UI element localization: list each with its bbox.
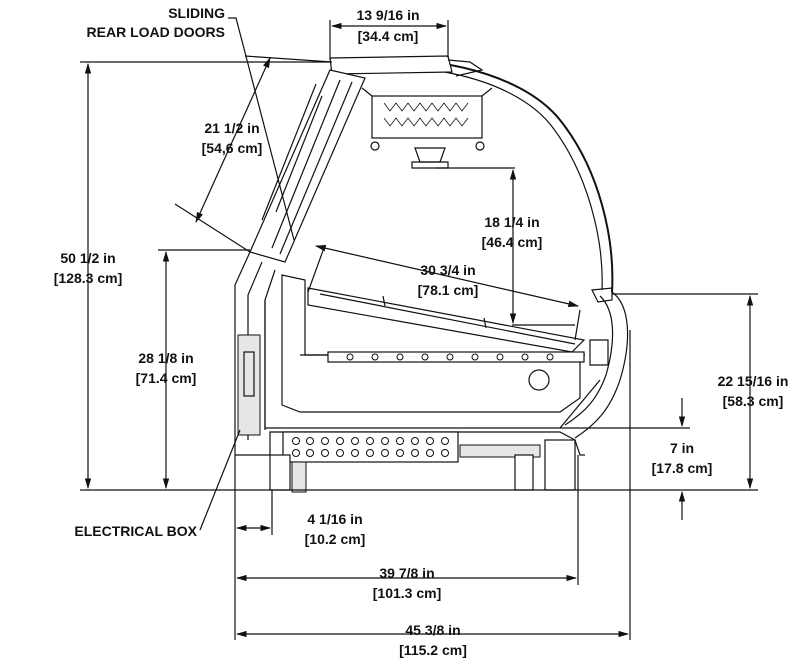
overall-depth-imperial: 45 3/8 in [405, 622, 460, 638]
sliding-doors-label-2: REAR LOAD DOORS [87, 24, 225, 40]
base-height-imperial: 7 in [670, 440, 694, 456]
deck-depth-metric: [78.1 cm] [418, 282, 479, 298]
dimension-lines [80, 17, 758, 640]
sliding-doors-label-1: SLIDING [168, 5, 225, 21]
electrical-box-depth-metric: [10.2 cm] [305, 531, 366, 547]
base-height-metric: [17.8 cm] [652, 460, 713, 476]
base-depth-metric: [101.3 cm] [373, 585, 441, 601]
base-depth-imperial: 39 7/8 in [379, 565, 434, 581]
shelf-clearance-metric: [46.4 cm] [482, 234, 543, 250]
rear-height-imperial: 28 1/8 in [138, 350, 193, 366]
dimension-labels: SLIDING REAR LOAD DOORS 13 9/16 in [34.4… [54, 5, 789, 658]
electrical-box-label: ELECTRICAL BOX [74, 523, 197, 539]
overall-height-imperial: 50 1/2 in [60, 250, 115, 266]
rail-bolt-row [346, 353, 554, 361]
top-width-imperial: 13 9/16 in [356, 7, 419, 23]
evaporator-coil [383, 102, 469, 127]
door-length-metric: [54,6 cm] [202, 140, 263, 156]
shelf-clearance-imperial: 18 1/4 in [484, 214, 539, 230]
deck-depth-imperial: 30 3/4 in [420, 262, 475, 278]
top-width-metric: [34.4 cm] [358, 28, 419, 44]
door-length-imperial: 21 1/2 in [204, 120, 259, 136]
rear-height-metric: [71.4 cm] [136, 370, 197, 386]
overall-height-metric: [128.3 cm] [54, 270, 122, 286]
front-height-imperial: 22 15/16 in [718, 373, 789, 389]
condenser-coil [292, 437, 449, 457]
overall-depth-metric: [115.2 cm] [399, 642, 467, 658]
front-height-metric: [58.3 cm] [723, 393, 784, 409]
electrical-box-depth-imperial: 4 1/16 in [307, 511, 362, 527]
